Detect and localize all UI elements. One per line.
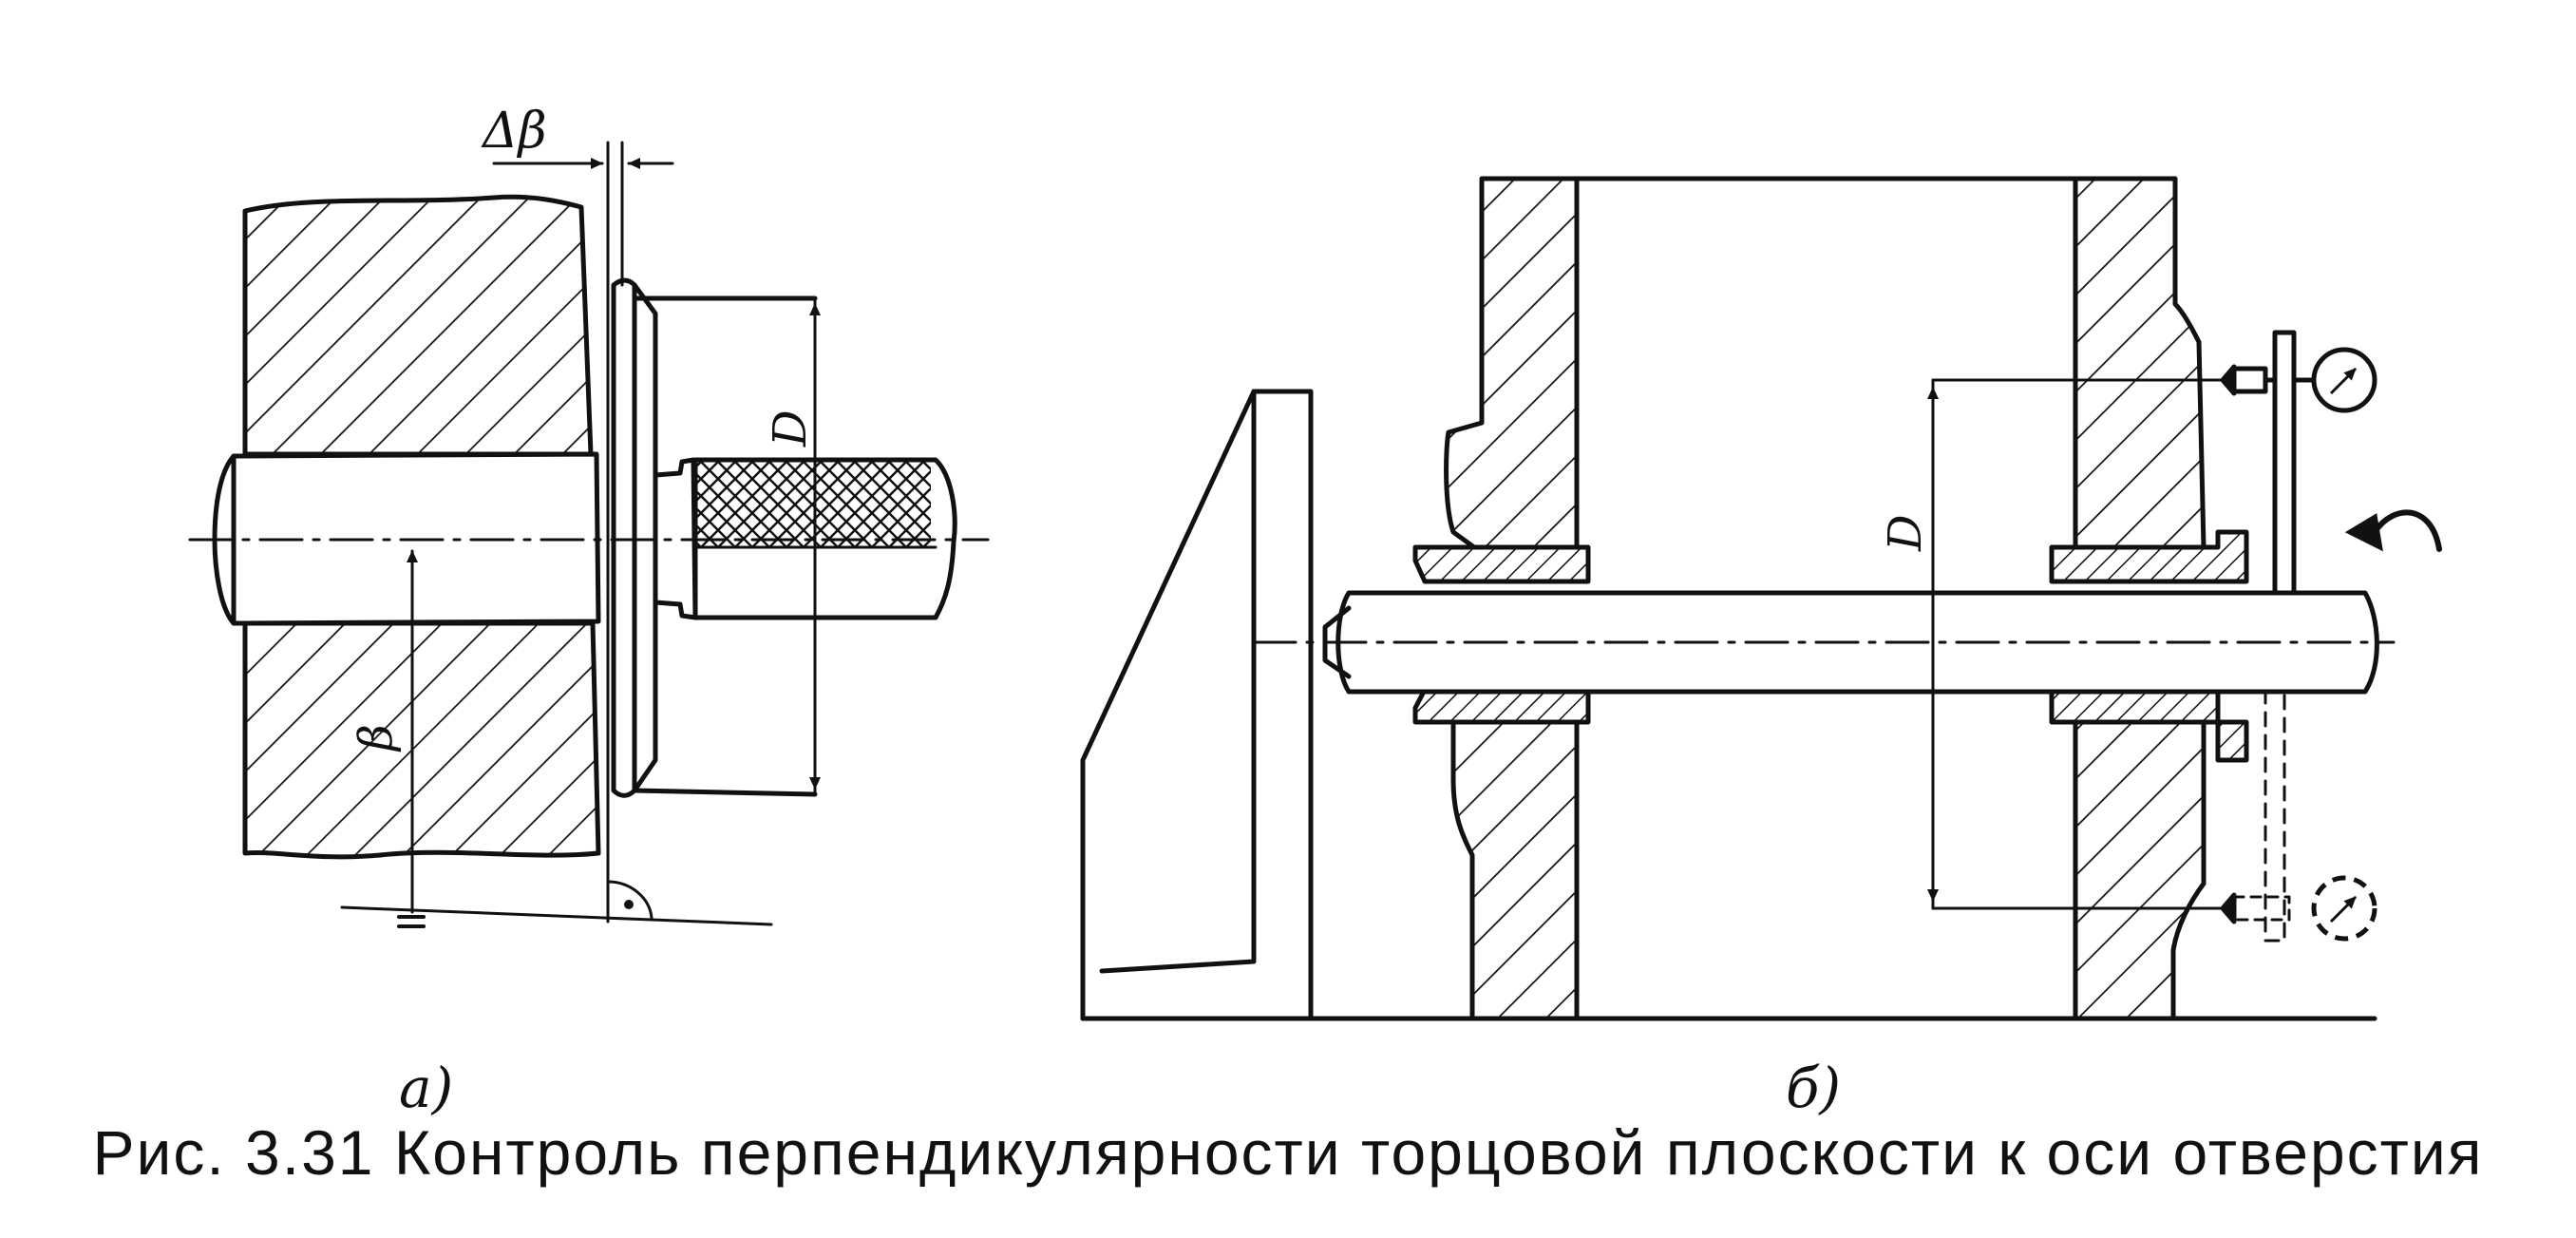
- beta-label: β: [350, 724, 403, 752]
- sublabel-a: a): [399, 1056, 453, 1120]
- sublabel-b: б): [1786, 1056, 1841, 1120]
- figure-caption: Рис. 3.31 Контроль перпендикулярности то…: [92, 1117, 2484, 1188]
- panel-b: [1080, 176, 2396, 1021]
- diameter-label-a: D: [764, 410, 817, 448]
- panel-a: [188, 141, 990, 928]
- housing-wall-left: [1444, 176, 1580, 550]
- dial-indicator-icon: [2311, 875, 2377, 942]
- rotation-arrow-icon: [2344, 509, 2442, 552]
- bushing-left: [1412, 544, 1591, 584]
- delta-beta-label: Δβ: [481, 103, 547, 160]
- body-section-bottom: [242, 620, 601, 860]
- right-angle-icon: [606, 880, 653, 920]
- housing-wall-right: [2073, 176, 2207, 550]
- stand: [1080, 389, 1314, 1021]
- dial-indicator-icon: [2294, 347, 2377, 413]
- bushing-right: [2049, 529, 2249, 584]
- diameter-label-b: D: [1879, 515, 1932, 552]
- body-section-top: [242, 194, 594, 457]
